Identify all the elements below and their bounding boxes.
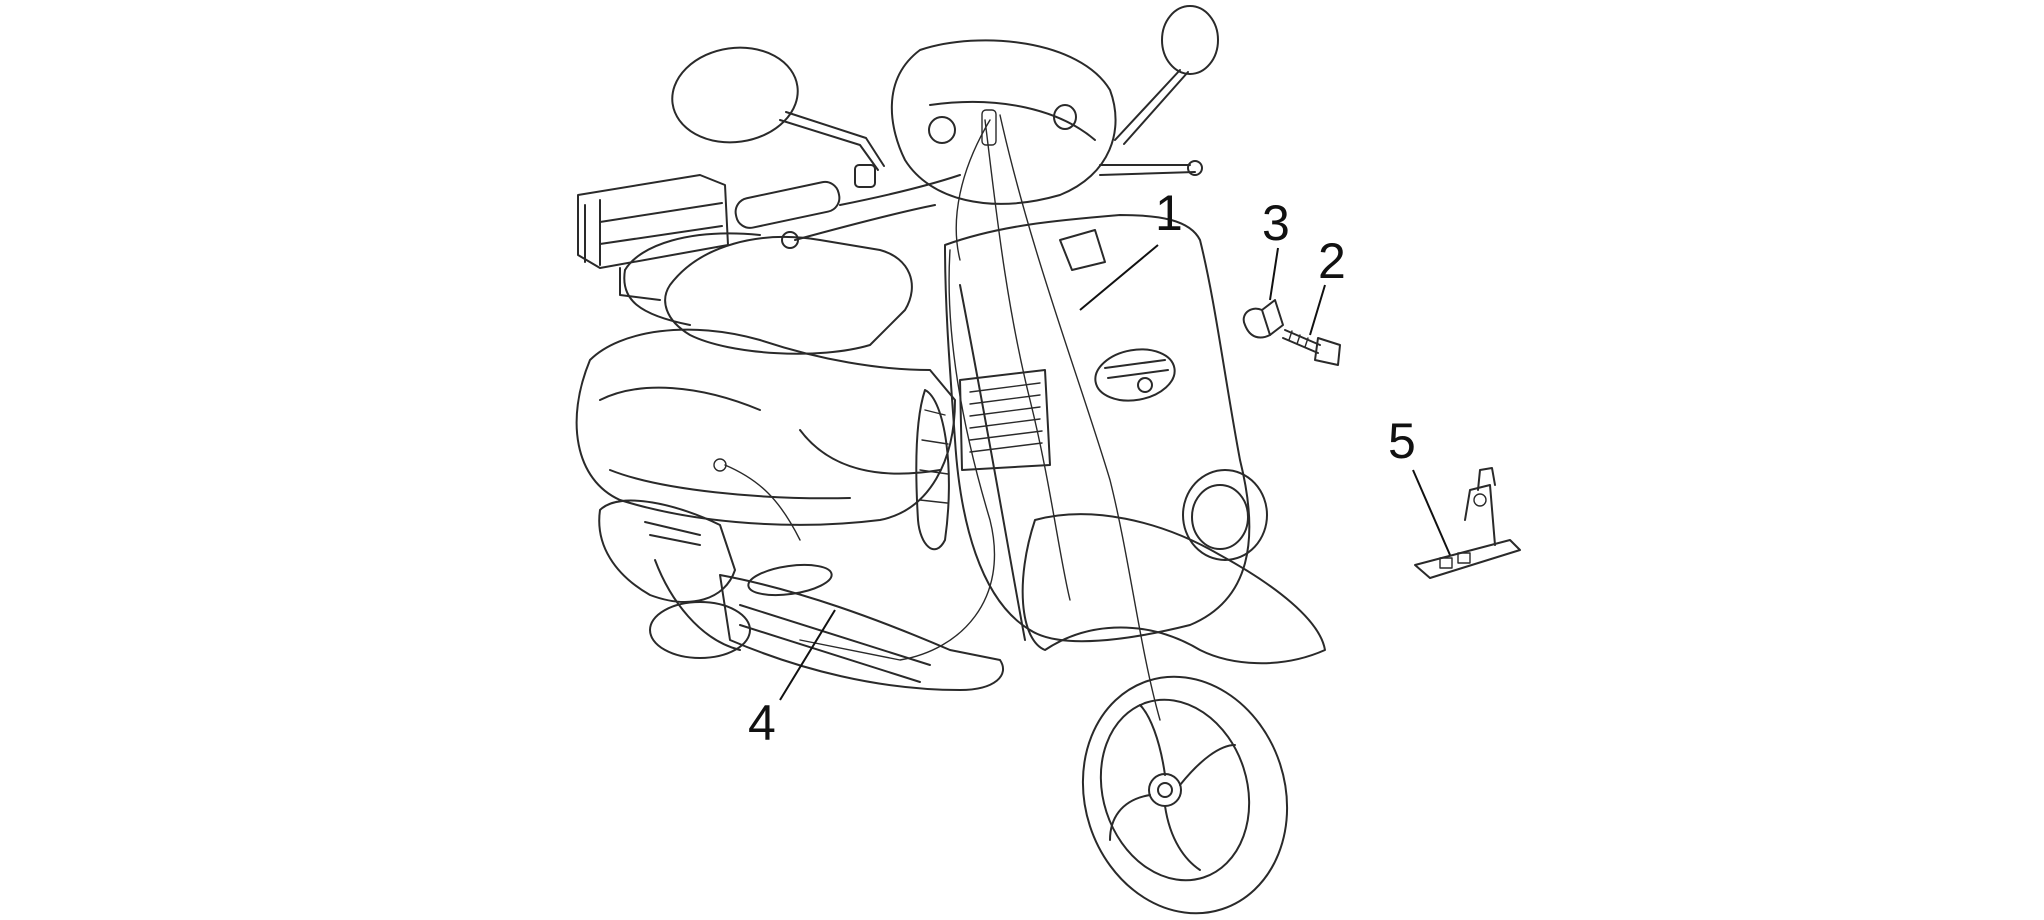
part-3-clip (1242, 299, 1284, 339)
leg-shield (915, 214, 1251, 643)
seat (623, 232, 913, 355)
right-mirror (1114, 5, 1219, 145)
exhaust (598, 499, 751, 659)
callout-5: 5 (1388, 413, 1416, 469)
leader-line-1 (1079, 244, 1159, 311)
scooter-illustration (575, 5, 1326, 915)
headlight (1182, 469, 1268, 561)
handlebar (734, 39, 1203, 249)
left-mirror (671, 46, 885, 171)
leader-line-2 (1309, 284, 1326, 336)
leader-lines (779, 244, 1451, 701)
rear-rack (577, 174, 729, 301)
callout-2: 2 (1318, 233, 1346, 289)
callout-3: 3 (1262, 195, 1290, 251)
leader-line-4 (779, 609, 836, 701)
front-wheel (1081, 675, 1289, 915)
rear-body (575, 328, 956, 526)
part-5-bracket (1414, 467, 1521, 579)
callout-1: 1 (1155, 185, 1183, 241)
leader-line-5 (1412, 469, 1451, 556)
leader-line-3 (1269, 247, 1279, 301)
part-2-bolt (1282, 329, 1341, 366)
callout-4: 4 (748, 695, 776, 751)
brake-cables (713, 109, 1161, 721)
floorboard (719, 563, 1005, 691)
front-fender (1021, 513, 1326, 665)
callouts: 1 2 3 4 5 (748, 185, 1416, 751)
